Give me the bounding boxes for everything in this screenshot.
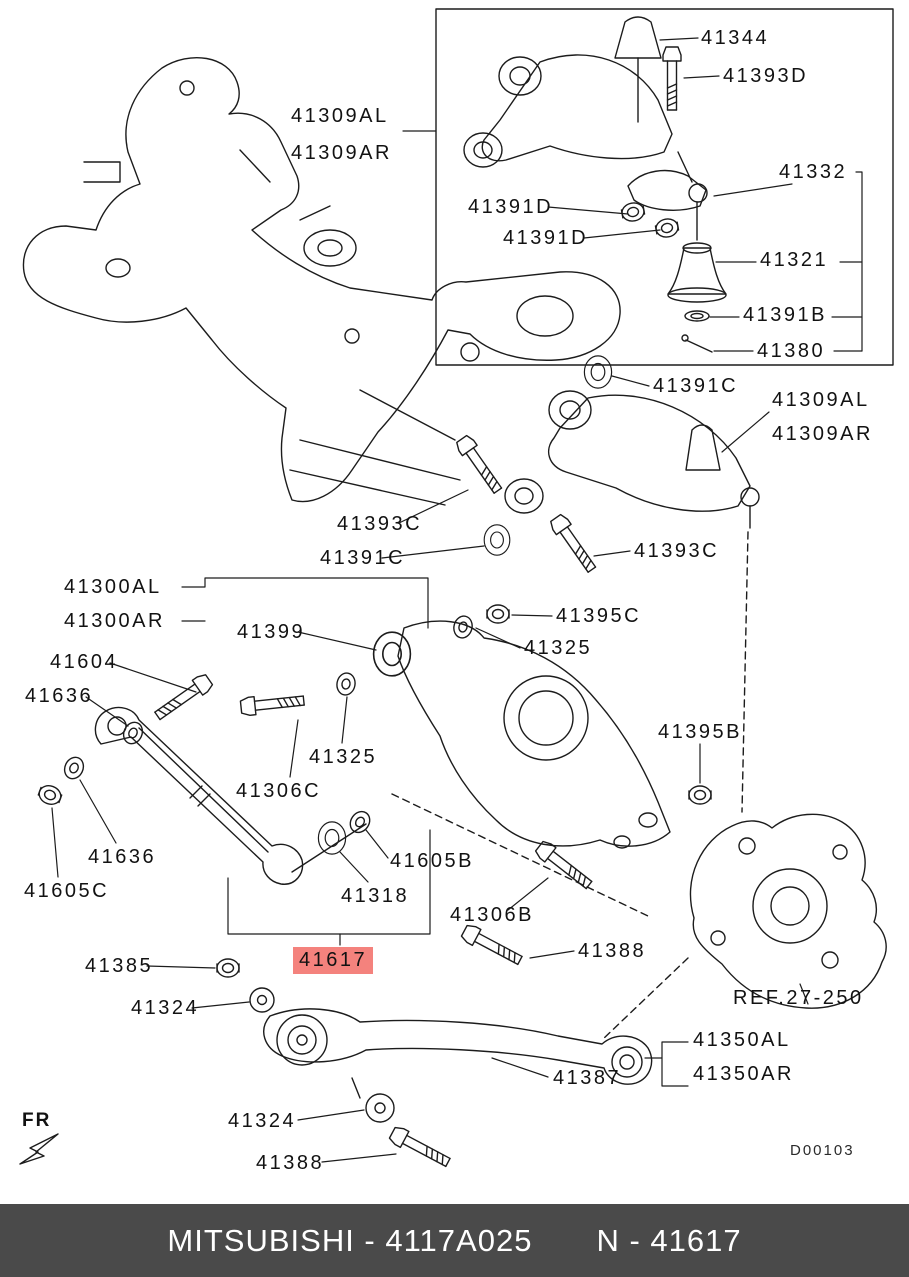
part-label-41399: 41399 — [237, 621, 306, 643]
part-label-41393c: 41393C — [337, 513, 423, 535]
part-label-41617: 41617 — [293, 947, 374, 974]
part-label-41395b: 41395B — [658, 721, 742, 743]
part-label-41350ar: 41350AR — [693, 1063, 794, 1085]
part-label-41324: 41324 — [131, 997, 200, 1019]
part-label-41393c: 41393C — [634, 540, 720, 562]
part-label-41388: 41388 — [256, 1152, 325, 1174]
part-label-41388: 41388 — [578, 940, 647, 962]
part-label-41387: 41387 — [553, 1067, 622, 1089]
part-label-41391b: 41391B — [743, 304, 827, 326]
part-label-41306b: 41306B — [450, 904, 534, 926]
leader-lines — [51, 37, 863, 1163]
part-label-41385: 41385 — [85, 955, 154, 977]
part-label-41309ar: 41309AR — [291, 142, 392, 164]
part-label-41300ar: 41300AR — [64, 610, 165, 632]
part-label-41380: 41380 — [757, 340, 826, 362]
lateral-arm — [35, 671, 375, 885]
part-label-ref-27-250: REF.27-250 — [733, 987, 864, 1009]
lower-bolts — [216, 838, 596, 1172]
part-label-41391d: 41391D — [503, 227, 589, 249]
part-label-41309al: 41309AL — [772, 389, 870, 411]
construction-lines — [391, 531, 749, 1041]
ball-joint-boot-drawing — [667, 247, 727, 295]
part-label-41306c: 41306C — [236, 780, 322, 802]
part-label-41605c: 41605C — [24, 880, 110, 902]
part-label-41391c: 41391C — [320, 547, 406, 569]
part-label-41344: 41344 — [701, 27, 770, 49]
part-label-41324: 41324 — [228, 1110, 297, 1132]
part-label-41309ar: 41309AR — [772, 423, 873, 445]
part-label-41325: 41325 — [524, 637, 593, 659]
upper-control-arm-inset — [435, 8, 894, 366]
part-label-41393d: 41393D — [723, 65, 809, 87]
part-label-41309al: 41309AL — [291, 105, 389, 127]
footer-part-number: MITSUBISHI - 4117A025 — [167, 1222, 533, 1258]
part-label-41321: 41321 — [760, 249, 829, 271]
fr-arrow-icon — [19, 1133, 59, 1165]
part-label-41636: 41636 — [25, 685, 94, 707]
bump-stop-drawing — [614, 16, 662, 59]
ball-joint-drawing — [688, 183, 708, 203]
knuckle-drawing — [689, 813, 887, 1009]
part-label-41350al: 41350AL — [693, 1029, 791, 1051]
assist-arm — [263, 1008, 653, 1099]
part-label-41395c: 41395C — [556, 605, 642, 627]
footer-bar: MITSUBISHI - 4117A025 N - 41617 — [0, 1204, 909, 1277]
fr-direction-label: FR — [22, 1110, 52, 1131]
diagram-line-art — [19, 8, 894, 1172]
part-label-41636: 41636 — [88, 846, 157, 868]
part-label-41300al: 41300AL — [64, 576, 162, 598]
part-label-41325: 41325 — [309, 746, 378, 768]
part-label-41391c: 41391C — [653, 375, 739, 397]
footer-highlighted-part: N - 41617 — [596, 1222, 742, 1258]
drawing-code: D00103 — [790, 1142, 855, 1159]
part-label-41605b: 41605B — [390, 850, 474, 872]
upper-control-arm — [453, 355, 760, 576]
part-label-41391d: 41391D — [468, 196, 554, 218]
part-label-41604: 41604 — [50, 651, 119, 673]
lower-control-arm — [239, 604, 712, 849]
part-label-41332: 41332 — [779, 161, 848, 183]
part-label-41318: 41318 — [341, 885, 410, 907]
